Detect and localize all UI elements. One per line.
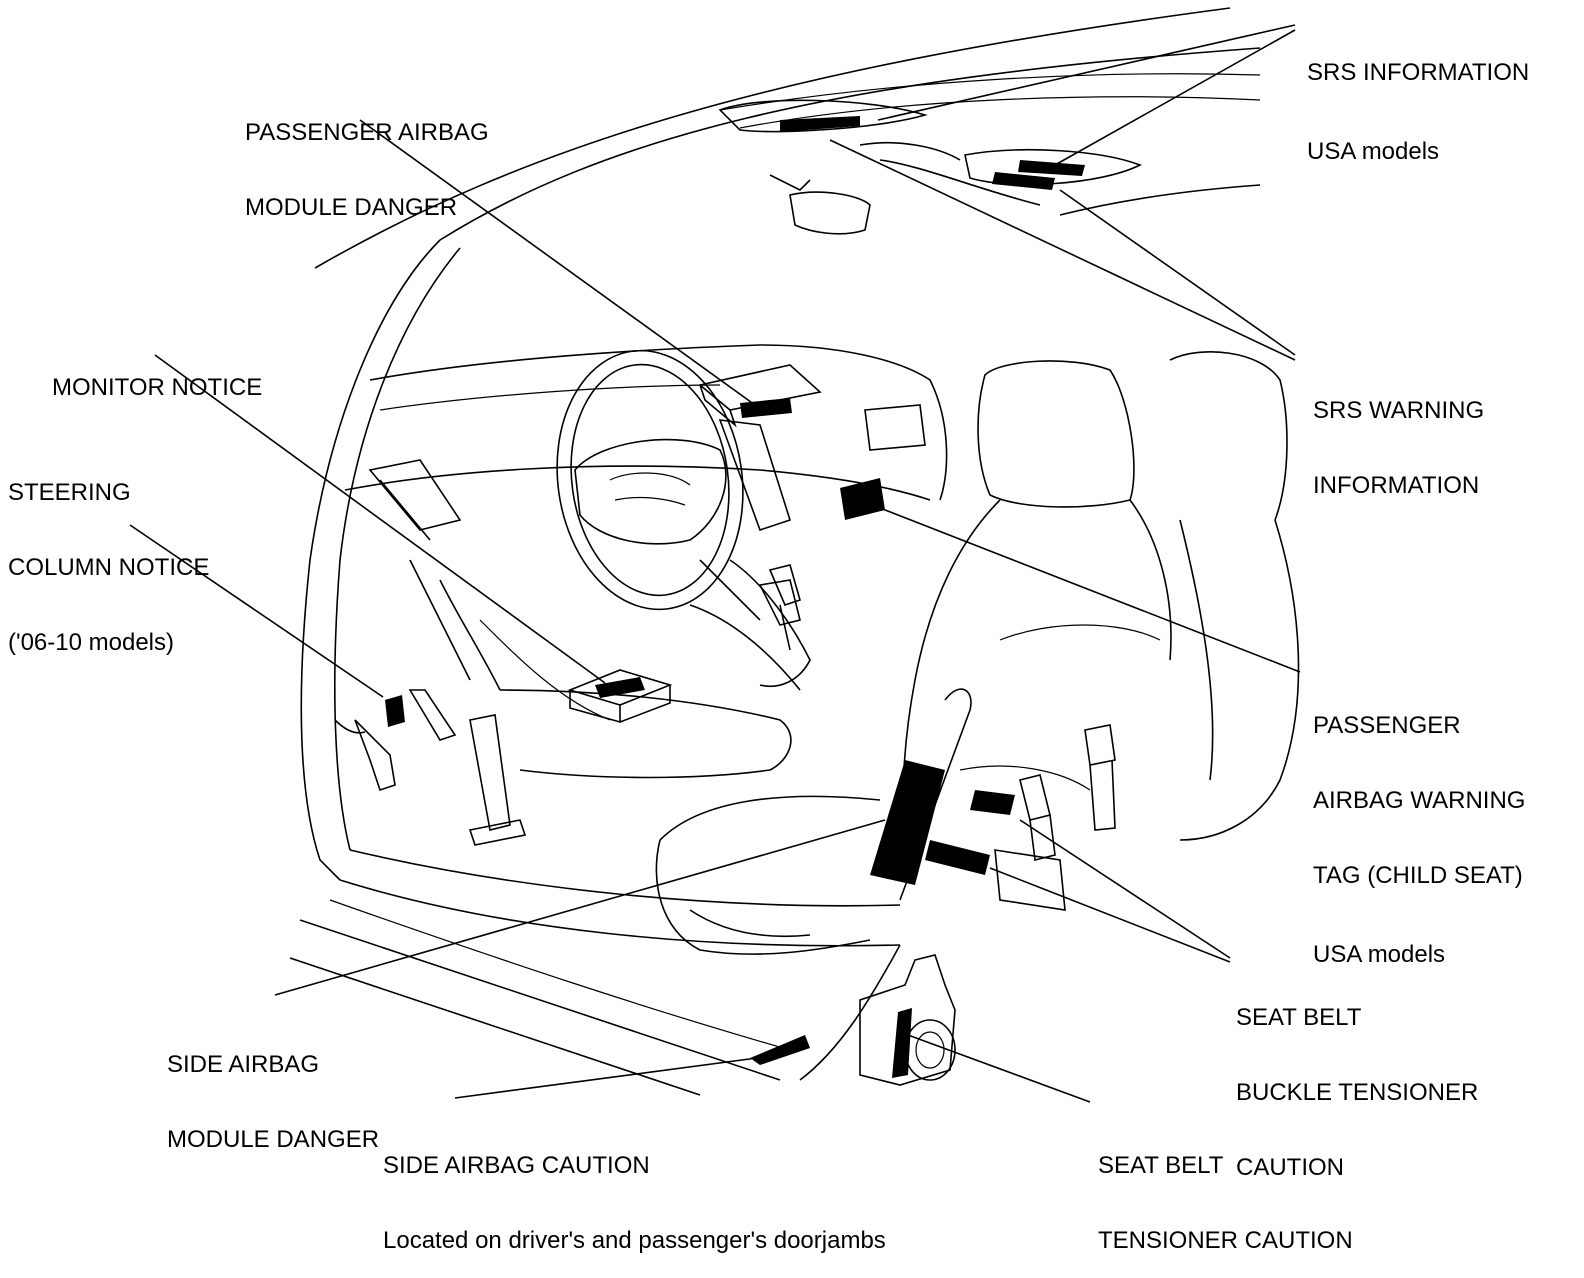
leader-side-airbag-caution: [454, 1057, 758, 1099]
door-opening-frame: [300, 239, 901, 1081]
label-passenger-airbag-module-danger-line1: PASSENGER AIRBAG: [245, 119, 489, 146]
tag-monitor-notice: [595, 677, 645, 698]
leader-monitor-notice: [154, 354, 606, 684]
roof-outline: [314, 7, 1261, 269]
label-srs-warning-information-line2: INFORMATION: [1313, 472, 1480, 499]
center-console: [689, 419, 811, 691]
tag-side-airbag-doorjamb: [750, 1035, 810, 1065]
label-srs-warning-information-line1: SRS WARNING: [1313, 397, 1485, 424]
label-passenger-airbag-warning-tag-line3: TAG (CHILD SEAT): [1313, 862, 1523, 889]
label-passenger-airbag-warning-tag-note: USA models: [1313, 941, 1446, 968]
dashboard: [344, 344, 948, 779]
tag-srs-info-visor-left: [780, 116, 860, 132]
leader-buckle-2: [989, 867, 1231, 963]
label-side-airbag-module-danger: SIDE AIRBAG MODULE DANGER: [167, 1002, 379, 1177]
label-passenger-airbag-warning-tag: PASSENGER AIRBAG WARNING TAG (CHILD SEAT…: [1313, 663, 1525, 992]
tag-passenger-airbag-warning: [840, 478, 885, 520]
label-buckle-tensioner-line3: CAUTION: [1236, 1154, 1344, 1181]
label-tags: [385, 116, 1085, 1078]
label-monitor-notice: MONITOR NOTICE: [52, 325, 262, 425]
leader-side-airbag-module: [274, 819, 886, 996]
label-srs-warning-information: SRS WARNING INFORMATION: [1313, 348, 1484, 523]
door-sill-lines: [289, 899, 791, 1096]
tag-seat-belt-tensioner: [892, 1008, 912, 1078]
label-steering-column-notice-line3: ('06-10 models): [8, 629, 174, 656]
leader-seat-belt-tensioner: [907, 1034, 1091, 1103]
label-srs-information-note: USA models: [1307, 138, 1440, 165]
label-seat-belt-tensioner-caution: SEAT BELT TENSIONER CAUTION: [1098, 1103, 1353, 1278]
leader-steering-column: [129, 524, 384, 698]
tag-passenger-airbag-module: [740, 398, 792, 418]
label-steering-column-notice-line1: STEERING: [8, 479, 131, 506]
tag-steering-column: [385, 695, 405, 727]
shift-lever: [768, 564, 801, 651]
label-seat-belt-tensioner-caution-line1: SEAT BELT: [1098, 1152, 1224, 1179]
label-passenger-airbag-warning-tag-line2: AIRBAG WARNING: [1313, 787, 1526, 814]
tag-buckle-tensioner-upper: [970, 790, 1015, 815]
label-monitor-notice-line1: MONITOR NOTICE: [52, 374, 263, 401]
label-side-airbag-caution-line1: SIDE AIRBAG CAUTION: [383, 1152, 650, 1179]
monitor-notice-block: [567, 669, 673, 724]
label-passenger-airbag-module-danger-line2: MODULE DANGER: [245, 194, 458, 221]
label-steering-column-notice-line2: COLUMN NOTICE: [8, 554, 210, 581]
passenger-seat: [1169, 351, 1300, 841]
rear-view-mirror: [769, 174, 871, 235]
label-srs-information: SRS INFORMATION USA models: [1307, 10, 1529, 189]
label-srs-information-title: SRS INFORMATION: [1307, 59, 1530, 86]
label-side-airbag-caution-note: Located on driver's and passenger's door…: [383, 1227, 886, 1254]
label-seat-belt-tensioner-caution-line2: TENSIONER CAUTION: [1098, 1227, 1353, 1254]
leader-buckle-1: [1019, 819, 1231, 959]
leader-srs-info-1: [877, 24, 1296, 121]
label-side-airbag-module-danger-line2: MODULE DANGER: [167, 1126, 380, 1153]
steering-wheel: [556, 349, 761, 621]
tag-srs-info-visor-right: [1018, 160, 1085, 176]
passenger-airbag-lid: [698, 364, 822, 428]
label-passenger-airbag-module-danger: PASSENGER AIRBAG MODULE DANGER: [245, 70, 489, 245]
label-passenger-airbag-warning-tag-line1: PASSENGER: [1313, 712, 1461, 739]
label-side-airbag-caution: SIDE AIRBAG CAUTION Located on driver's …: [383, 1103, 886, 1278]
tag-srs-warning-visor-right: [992, 172, 1055, 190]
tag-buckle-tensioner-lower: [925, 840, 990, 875]
srs-label-location-diagram: SRS INFORMATION USA models PASSENGER AIR…: [8, 7, 1529, 1253]
vehicle-interior-illustration: [129, 7, 1301, 1103]
label-buckle-tensioner-line2: BUCKLE TENSIONER: [1236, 1079, 1479, 1106]
label-side-airbag-module-danger-line1: SIDE AIRBAG: [167, 1051, 320, 1078]
label-buckle-tensioner-line1: SEAT BELT: [1236, 1004, 1362, 1031]
leader-passenger-airbag-warning: [879, 507, 1301, 673]
leader-srs-warning-1: [829, 139, 1296, 361]
leader-lines: [129, 24, 1301, 1103]
tag-side-airbag-module: [870, 760, 945, 885]
pedals: [334, 689, 527, 846]
leader-srs-warning-2: [1059, 189, 1296, 356]
leader-srs-info-2: [1054, 29, 1296, 166]
label-steering-column-notice: STEERING COLUMN NOTICE ('06-10 models): [8, 430, 209, 680]
leader-passenger-airbag-module: [359, 119, 756, 406]
seat-belt-buckles: [994, 724, 1116, 911]
label-seat-belt-buckle-tensioner-caution: SEAT BELT BUCKLE TENSIONER CAUTION: [1236, 955, 1478, 1205]
